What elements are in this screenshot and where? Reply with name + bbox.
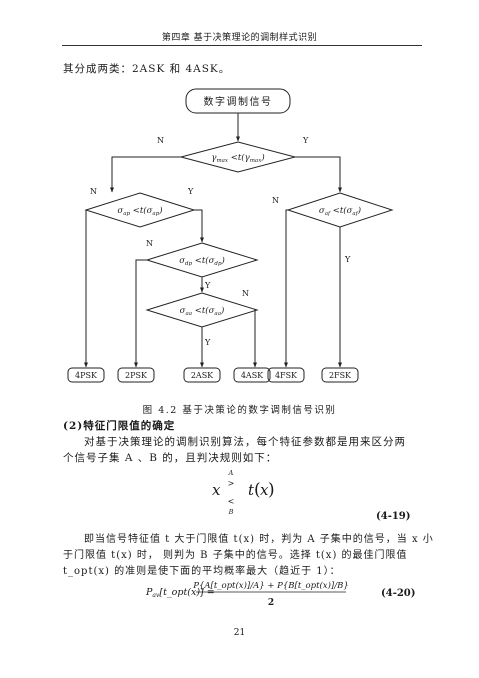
eq20-denominator: 2 [268,598,274,608]
decision-4-label: σdp <t(σdp) [179,255,225,267]
eq19-lt: < [228,497,235,506]
para2-line1: 即当信号特征值 t 大于门限值 t(x) 时，判为 A 子集中的信号，当 x 小 [84,534,434,545]
output-label-4ask: 4ASK [241,371,264,380]
eq19-label-b: B [228,508,234,516]
eq19-lparen: ( [254,480,261,500]
figure-caption: 图 4.2 基于决策论的数字调制信号识别 [142,405,337,416]
branch-label-d5-n: N [242,289,249,298]
decision-2-diamond [84,192,196,228]
output-label-2fsk: 2FSK [329,371,352,380]
output-label-2psk: 2PSK [125,371,148,380]
output-box-2psk [117,367,155,383]
output-box-2fsk [321,367,359,383]
decision-3-label: σaf <t(σaf) [319,205,361,217]
eq19-label-a: A [228,469,234,477]
branch-label-d2-y: Y [187,187,194,196]
equation-4-19: x A > < B t ( x ) [212,469,275,516]
eq20-numerator: P{A[t_opt(x)]/A} + P{B[t_opt(x)]/B} [192,580,349,591]
output-label-4psk: 4PSK [75,371,98,380]
output-box-4fsk [267,367,305,383]
equation-4-20: Pav[t_opt(x)] = P{A[t_opt(x)]/A} + P{B[t… [145,580,349,608]
section-title: (2)特征门限值的确定 [63,420,176,432]
branch-label-d1-n: N [157,136,164,145]
eq20-lhs: Pav[t_opt(x)] = [145,587,215,599]
output-box-4psk [67,367,105,383]
para2-line3: t_opt(x) 的准则是使下面的平均概率最大（趋近于 1）： [63,566,341,577]
eq19-x: x [212,481,221,499]
eq20-number: (4-20) [381,588,416,599]
header-rule [62,45,422,46]
eq19-arg: x [260,481,269,499]
intro-text: 其分成两类：2ASK 和 4ASK。 [63,63,231,75]
eq19-rparen: ) [268,480,275,500]
branch-label-d4-y: Y [204,281,211,290]
decision-1-diamond [179,141,297,173]
output-box-2ask [183,367,221,383]
output-box-4ask [233,367,271,383]
branch-label-d4-n: N [146,239,153,248]
flowchart: 数字调制信号 γmax <t(γmax) σap <t(σap) σaf <t(… [67,88,394,383]
decision-2-label: σap <t(σap) [117,205,162,217]
decision-1-label: γmax <t(γmax) [211,152,264,164]
branch-label-d2-n: N [90,187,97,196]
eq19-gt: > [228,479,235,488]
branch-label-d5-y: Y [204,338,211,347]
output-label-4fsk: 4FSK [275,371,298,380]
para1-line1: 对基于决策理论的调制识别算法，每个特征参数都是用来区分两 [84,436,406,448]
output-label-2ask: 2ASK [191,371,214,380]
eq19-number: (4-19) [376,511,411,522]
branch-label-d1-y: Y [302,136,309,145]
branch-label-d3-n: N [272,196,279,205]
para1-line2: 个信号子集 A 、B 的，且判决规则如下： [63,452,278,464]
branch-label-d3-y: Y [344,255,351,264]
eq19-t: t [248,481,255,499]
running-header: 第四章 基于决策理论的调制样式识别 [161,33,318,43]
decision-5-label: σaa <t(σaa) [180,305,225,317]
page-number: 21 [233,628,246,638]
root-label: 数字调制信号 [204,95,273,108]
para2-line2: 于门限值 t(x) 时， 则判为 B 子集中的信号。选择 t(x) 的最佳门限值 [63,550,408,561]
